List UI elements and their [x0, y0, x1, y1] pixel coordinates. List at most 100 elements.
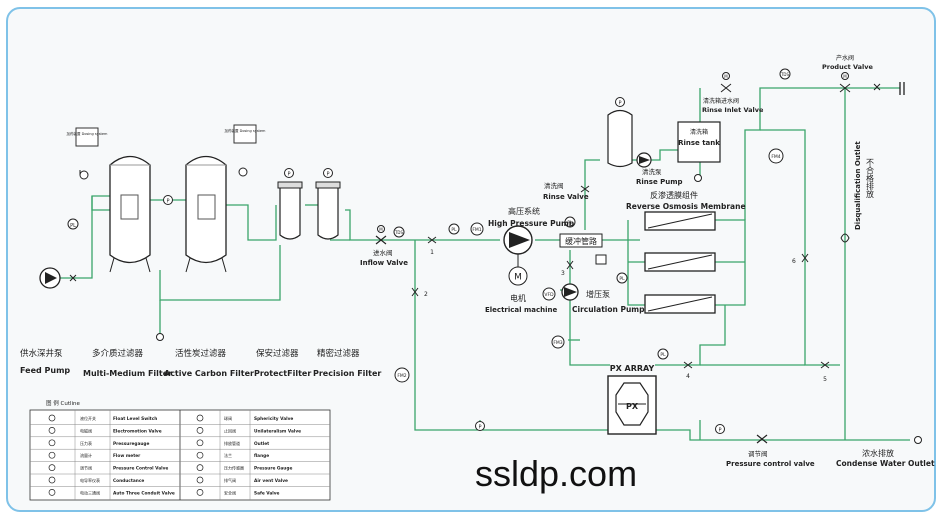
rinse-valve-cn: 清洗阀 [544, 181, 564, 190]
pipe-concentrate [655, 305, 726, 366]
valve-1-label: 1 [430, 249, 434, 256]
gauge-p-4 [475, 421, 485, 431]
legend-right-cn-0: 球阀 [224, 415, 232, 421]
gauge-tag-p-3: P [326, 172, 329, 178]
gauge-p-5 [615, 97, 625, 107]
valve-2-label: 2 [424, 291, 428, 298]
legend-right-en-3: flange [254, 453, 269, 459]
gauge-p-3 [323, 168, 333, 178]
protect-filter-en: ProtectFilter [254, 369, 311, 378]
conductance-tds-1 [393, 226, 405, 238]
rinse-system: P 清洗箱 Rinse tank M TDS FM4 [580, 68, 791, 193]
tag-fm2: FM2 [397, 373, 406, 379]
valve-6-icon [801, 253, 809, 263]
rinse-tank-cn: 清洗箱 [690, 128, 708, 136]
rinse-tank-outlet-icon [694, 174, 702, 182]
conductance-tds-2 [779, 68, 791, 80]
disqualify-valve-icon [840, 233, 850, 243]
pipe-reject-right [760, 129, 840, 366]
gauge-pl-5 [657, 348, 669, 360]
hp-pump-arrow [509, 232, 530, 248]
valve-3-label: 3 [561, 270, 565, 277]
precision-filter: P [315, 168, 341, 240]
motor-cn: 电机 [510, 293, 526, 303]
legend-left-en-4: Pressure Control Valve [113, 466, 168, 472]
booster-en: Circulation Pump [572, 305, 645, 314]
legend-symbol-icon-left-4 [48, 464, 56, 471]
legend-right-cn-6: 安全阀 [224, 489, 236, 495]
watermark: ssldp.com [475, 453, 637, 494]
legend-right-en-6: Safe Valve [254, 490, 280, 496]
gauge-tag-pl-2: PL [451, 227, 457, 233]
protect-filter-cn: 保安过滤器 [256, 348, 299, 359]
legend-symbol-icon-right-5 [196, 476, 204, 484]
gauge-tag-p-4: P [478, 425, 481, 431]
filter-drain-outlet-icon [156, 333, 164, 341]
dosing-label-1: 加药装置 Dosing system [67, 131, 109, 136]
active-carbon-filter: P 加药装置 Dosing system [163, 124, 267, 273]
pipe-bottom [159, 245, 281, 301]
product-valve-cn: 产水阀 [836, 54, 854, 62]
flow-meter-fm3 [551, 335, 565, 349]
gauge-tag-pl-4: PL [619, 276, 625, 282]
dosing-label-2: 加药装置 Dosing system [225, 128, 267, 133]
legend-left-cn-1: 电磁阀 [80, 427, 92, 433]
valve-1-icon [427, 236, 437, 244]
legend-inner-dividers [74, 410, 251, 500]
flow-meter-fm4 [768, 148, 784, 164]
product-valve-tag-m: M [843, 74, 847, 79]
flow-meter-fm1 [470, 222, 484, 236]
rinse-tank-en: Rinse tank [678, 139, 720, 147]
legend-symbol-icon-left-0 [48, 414, 56, 422]
legend-right-cn-3: 法兰 [224, 452, 232, 458]
pipe-rinse-valve [584, 159, 600, 230]
high-pressure-pump: M [503, 225, 533, 286]
legend-right-en-0: Sphericity Valve [254, 416, 293, 422]
product-valve-icon [839, 83, 851, 93]
gauge-tag-pl-5: PL [660, 352, 666, 358]
legend-left-en-5: Conductance [113, 478, 144, 484]
legend-left-cn-0: 液位开关 [80, 415, 96, 421]
condense-en: Condense Water Outlet [836, 459, 935, 468]
motor-en: Electrical machine [485, 306, 558, 314]
multi-medium-cn: 多介质过滤器 [92, 348, 144, 359]
ac-tank-legs [185, 257, 227, 273]
legend-right-en-5: Air vent Valve [254, 478, 288, 484]
tag-fm4: FM4 [771, 154, 780, 160]
pipe-feed [60, 195, 118, 279]
booster-pump-arrow [564, 287, 577, 297]
legend-symbol-icon-right-6 [196, 489, 204, 496]
rinse-valve-en: Rinse Valve [543, 193, 589, 201]
tag-tds-2: TDS [780, 72, 790, 77]
legend-symbol-icon-left-6 [48, 489, 56, 496]
inflow-valve-tag-m: M [379, 227, 383, 232]
valve-4-label: 4 [686, 373, 690, 380]
active-carbon-en: Active Carbon Filter [164, 369, 254, 378]
inflow-valve-en: Inflow Valve [360, 259, 408, 267]
legend-left-cn-5: 电导率仪表 [80, 477, 100, 483]
legend-symbol-icon-right-4 [196, 464, 204, 471]
legend-symbol-icon-right-1 [196, 427, 204, 434]
disqualify-en: Disqualification Outlet [854, 141, 862, 230]
precision-filter-cap [315, 181, 341, 189]
pipe-ac-to-pf [225, 204, 277, 241]
ro-membrane-array: PL [616, 211, 716, 314]
legend-right-en-2: Outlet [254, 441, 269, 447]
px-array: PX ARRAY PX P [607, 364, 922, 444]
gauge-pl-4 [616, 272, 628, 284]
gauge-tag-p-6: P [718, 428, 721, 434]
product-outlet-group: M 6 PL 4 5 [657, 72, 905, 383]
legend-left-cn-2: 压力表 [80, 440, 92, 446]
product-check-valve-icon [873, 83, 881, 91]
legend-title: 图 例 Cutline [46, 399, 81, 407]
gauge-p-2 [284, 168, 294, 178]
multi-medium-filter: 加药装置 Dosing system [67, 127, 151, 273]
rinse-pump-cn: 清洗泵 [642, 167, 662, 176]
equipment-labels: 供水深井泵 Feed Pump 多介质过滤器 Multi-Medium Filt… [20, 54, 935, 468]
dosing-box-1 [75, 127, 99, 147]
ac-tank-window [197, 194, 216, 220]
legend-right-cn-5: 排气阀 [224, 477, 236, 483]
pipe-network [60, 87, 910, 441]
